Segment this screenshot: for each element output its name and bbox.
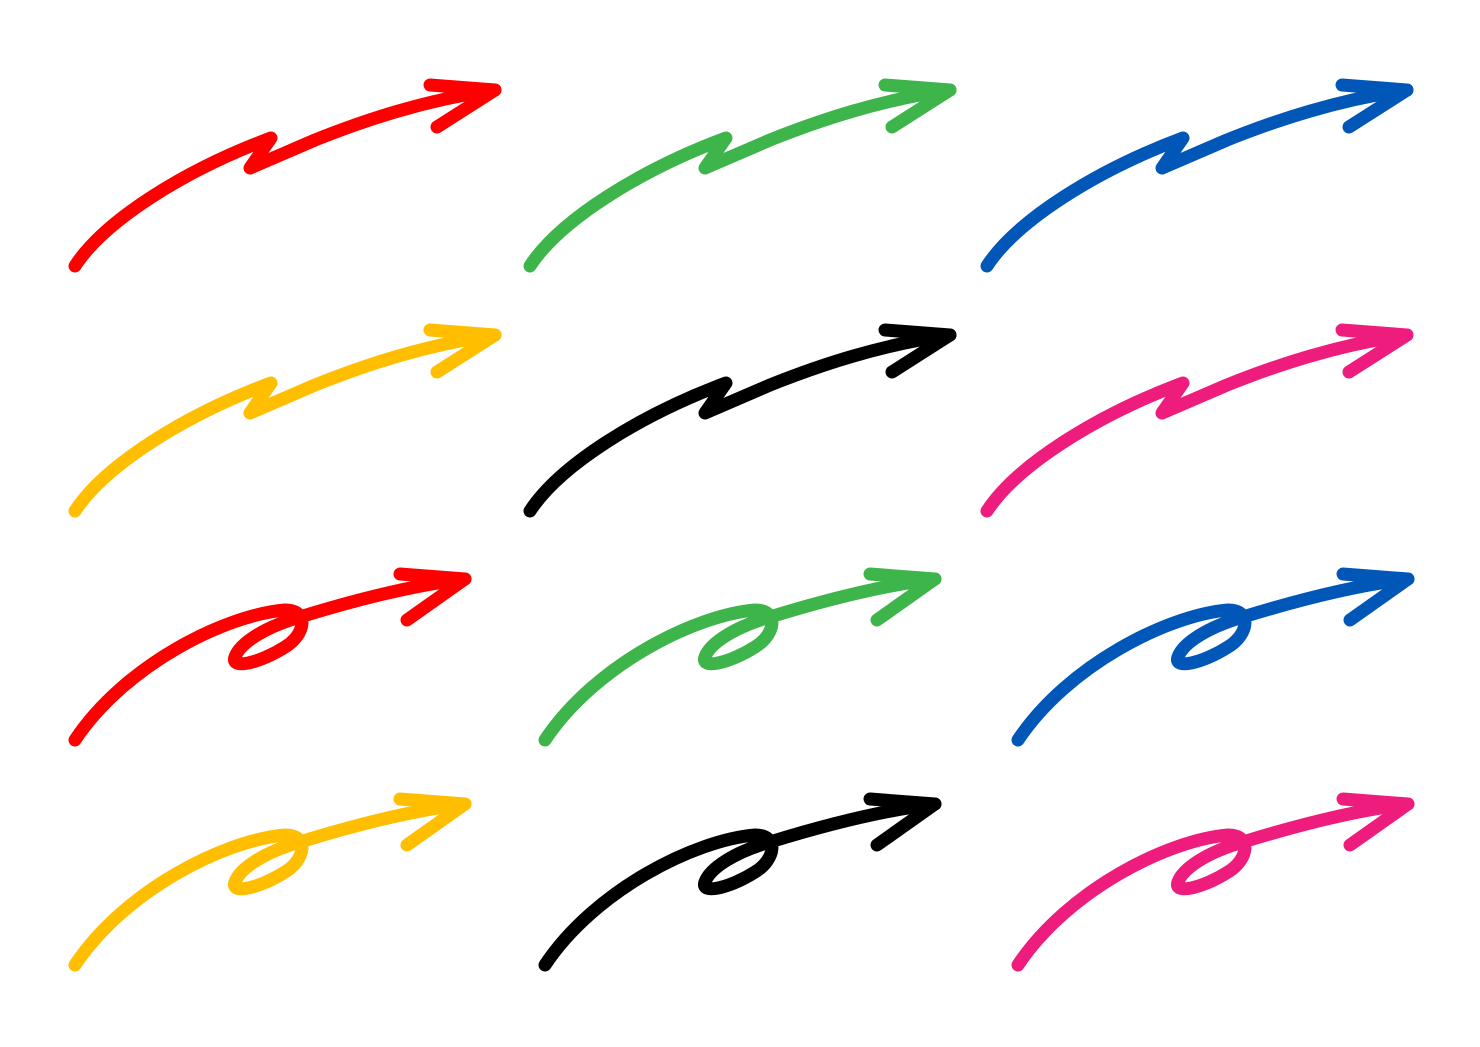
arrow-head (393, 792, 472, 852)
arrow-loop-10 (68, 792, 472, 972)
arrow-zigzag-1 (68, 78, 502, 273)
arrow-shaft (523, 328, 957, 518)
arrow-head (1335, 323, 1414, 379)
arrow-loop-12 (1011, 792, 1415, 972)
arrow-zigzag-2 (523, 78, 957, 273)
arrow-head (863, 567, 942, 627)
arrow-zigzag-4 (68, 323, 502, 518)
arrow-loop-7 (68, 567, 472, 747)
arrow-shaft (1011, 797, 1415, 972)
arrow-head (1335, 78, 1414, 134)
arrow-shaft (1011, 572, 1415, 747)
arrow-loop-8 (538, 567, 942, 747)
arrow-zigzag-6 (980, 323, 1414, 518)
arrow-grid (68, 78, 1415, 972)
arrow-head (863, 792, 942, 852)
arrow-head (423, 78, 502, 134)
arrow-head (393, 567, 472, 627)
arrow-head (878, 78, 957, 134)
arrow-zigzag-5 (523, 323, 957, 518)
arrow-loop-9 (1011, 567, 1415, 747)
arrow-shaft (68, 83, 502, 273)
arrow-head (1336, 792, 1415, 852)
arrow-zigzag-3 (980, 78, 1414, 273)
arrow-head (423, 323, 502, 379)
arrow-shaft (980, 328, 1414, 518)
arrow-shaft (68, 797, 472, 972)
arrow-shaft (538, 797, 942, 972)
arrow-head (1336, 567, 1415, 627)
arrow-shaft (68, 328, 502, 518)
arrow-loop-11 (538, 792, 942, 972)
arrow-shaft (523, 83, 957, 273)
arrow-shaft (980, 83, 1414, 273)
arrow-shaft (538, 572, 942, 747)
arrow-shaft (68, 572, 472, 747)
arrow-head (878, 323, 957, 379)
